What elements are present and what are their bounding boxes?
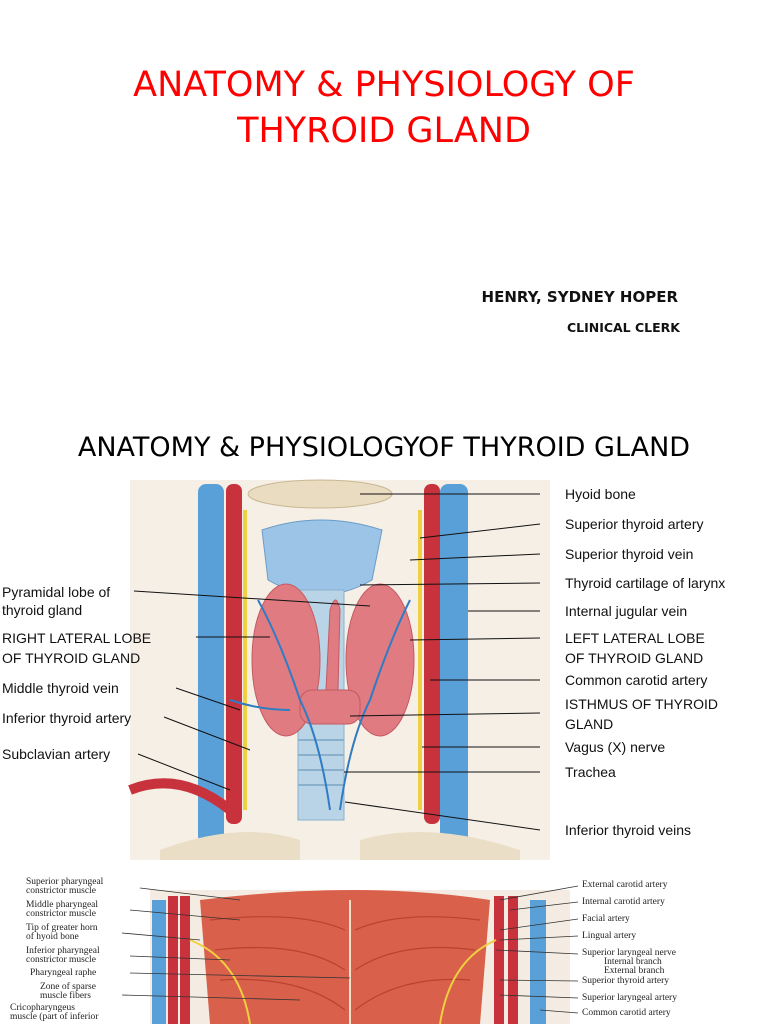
author-role: CLINICAL CLERK: [566, 320, 680, 335]
label-inf-pharyngeal-2: constrictor muscle: [26, 955, 96, 965]
label-internal-jugular-vein: Internal jugular vein: [565, 603, 688, 619]
left-carotid-artery: [424, 484, 440, 824]
right-carotid-artery: [226, 484, 242, 824]
label-trachea: Trachea: [565, 764, 616, 780]
label-left-lobe-2: OF THYROID GLAND: [565, 650, 704, 666]
thyroid-illustration: [128, 479, 550, 860]
author-name: HENRY, SYDNEY HOPER: [481, 288, 678, 306]
label-sup-laryngeal-artery: Superior laryngeal artery: [582, 993, 677, 1003]
label-external-branch: External branch: [604, 966, 665, 976]
left-thyroid-lobe: [345, 583, 415, 737]
left-jugular-vein: [440, 484, 468, 844]
label-cricopharyngeus-1: Cricopharyngeus: [10, 1003, 75, 1013]
label-right-lobe-2: OF THYROID GLAND: [2, 650, 141, 666]
label-pyramidal-lobe-1: Pyramidal lobe of: [2, 584, 111, 600]
slide2-title: ANATOMY & PHYSIOLOGYOF THYROID GLAND: [77, 432, 691, 463]
label-greater-horn-2: of hyoid bone: [26, 932, 79, 942]
pharynx-slide: Superior pharyngeal constrictor muscle M…: [0, 860, 768, 1024]
pharyngeal-muscle: [200, 890, 490, 1024]
title-slide: ANATOMY & PHYSIOLOGY OF THYROID GLAND HE…: [0, 0, 768, 410]
label-external-carotid: External carotid artery: [582, 880, 668, 890]
label-inf-pharyngeal-1: Inferior pharyngeal: [26, 946, 100, 956]
label-middle-thyroid-vein: Middle thyroid vein: [2, 680, 119, 696]
label-inferior-thyroid-artery: Inferior thyroid artery: [2, 710, 132, 726]
label-facial-artery: Facial artery: [582, 914, 630, 924]
label-common-carotid: Common carotid artery: [582, 1008, 671, 1018]
label-subclavian-artery: Subclavian artery: [2, 746, 111, 762]
label-common-carotid-artery: Common carotid artery: [565, 672, 708, 688]
pharynx-illustration: [121, 885, 579, 1024]
label-lingual-artery: Lingual artery: [582, 931, 637, 941]
label-inferior-thyroid-veins: Inferior thyroid veins: [565, 822, 692, 838]
label-isthmus-2: GLAND: [565, 716, 614, 732]
label-sparse-zone-2: muscle fibers: [40, 991, 91, 1001]
label-pyramidal-lobe-2: thyroid gland: [2, 602, 83, 618]
label-superior-thyroid-artery: Superior thyroid artery: [565, 516, 704, 532]
label-internal-branch: Internal branch: [604, 957, 662, 967]
label-mid-pharyngeal-2: constrictor muscle: [26, 909, 96, 919]
label-vagus-nerve: Vagus (X) nerve: [565, 739, 666, 755]
label-isthmus-1: ISTHMUS OF THYROID: [565, 696, 718, 712]
slide-title: ANATOMY & PHYSIOLOGY OF THYROID GLAND: [40, 62, 728, 154]
label-left-lobe-1: LEFT LATERAL LOBE: [565, 630, 705, 646]
label-cricopharyngeus-2: muscle (part of inferior: [10, 1012, 99, 1022]
slide-title-line1: ANATOMY & PHYSIOLOGY OF: [133, 65, 635, 105]
right-jugular-vein: [198, 484, 224, 844]
label-pharyngeal-raphe: Pharyngeal raphe: [30, 968, 97, 978]
label-internal-carotid: Internal carotid artery: [582, 897, 665, 907]
label-sup-pharyngeal-1: Superior pharyngeal: [26, 877, 104, 887]
label-superior-thyroid-vein: Superior thyroid vein: [565, 546, 694, 562]
label-sup-pharyngeal-2: constrictor muscle: [26, 886, 96, 896]
label-thyroid-cartilage: Thyroid cartilage of larynx: [565, 575, 726, 591]
label-hyoid-bone: Hyoid bone: [565, 486, 636, 502]
anatomy-slide: ANATOMY & PHYSIOLOGYOF THYROID GLAND: [0, 410, 768, 860]
label-sparse-zone-1: Zone of sparse: [40, 982, 96, 992]
label-right-lobe-1: RIGHT LATERAL LOBE: [2, 630, 152, 646]
label-greater-horn-1: Tip of greater horn: [26, 923, 98, 933]
slide-title-line2: THYROID GLAND: [237, 111, 531, 151]
label-sup-thyroid-artery: Superior thyroid artery: [582, 976, 670, 986]
label-mid-pharyngeal-1: Middle pharyngeal: [26, 900, 99, 910]
label-sup-laryngeal-nerve: Superior laryngeal nerve: [582, 948, 676, 958]
